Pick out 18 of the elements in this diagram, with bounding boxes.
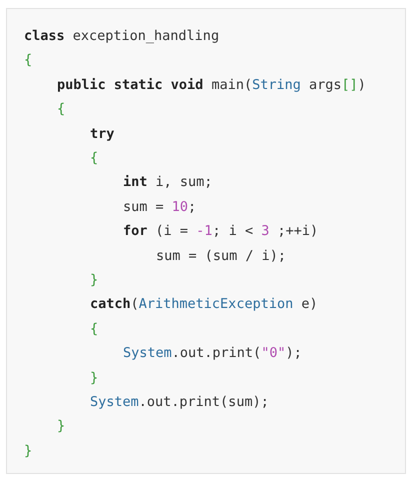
code-line: catch(ArithmeticException e) — [90, 295, 318, 314]
code-line: try — [90, 124, 114, 143]
code-line: } — [90, 368, 98, 387]
code-line: sum = (sum / i); — [156, 246, 286, 265]
code-line: public static void main(String args[]) — [57, 76, 366, 94]
code-line: class exception_handling — [24, 27, 220, 45]
code-line: { — [90, 320, 98, 338]
code-line: for (i = -1; i < 3 ;++i) — [123, 222, 318, 240]
code-line: } — [57, 417, 66, 436]
code-line: } — [24, 442, 32, 460]
code-line: { — [24, 51, 32, 70]
code-line: int i, sum; — [123, 173, 212, 192]
code-line: } — [90, 271, 98, 289]
code-line: { — [57, 100, 66, 118]
code-line: System.out.print("0"); — [123, 344, 302, 362]
code-line: System.out.print(sum); — [90, 393, 269, 411]
code-line: sum = 10; — [123, 198, 196, 216]
code-line: { — [90, 149, 98, 167]
